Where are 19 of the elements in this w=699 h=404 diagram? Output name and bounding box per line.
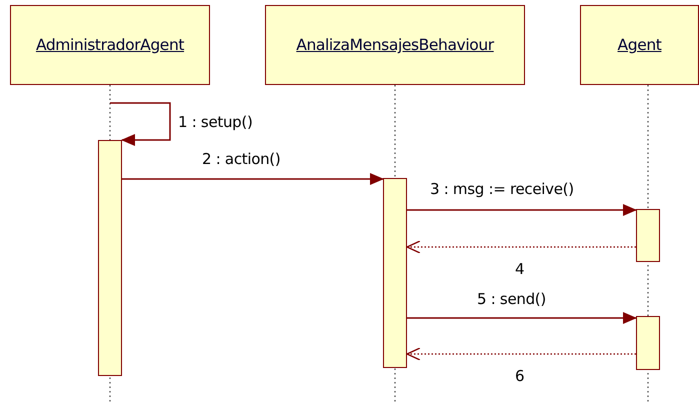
lifeline-head-box [10,5,210,85]
object-name: Agent [618,36,662,54]
message-label: 3 : msg := receive() [428,180,576,198]
activation-bar [636,316,660,370]
object-name: AnalizaMensajesBehaviour [296,36,494,54]
message-arrow [407,312,637,324]
self-message-arrow [110,102,171,146]
activation-bar [98,140,122,376]
activation-bar [383,178,407,368]
message-arrow [122,173,384,185]
lifeline-head-box [580,5,699,85]
message-arrow [407,204,637,216]
lifeline-head-box [265,5,525,85]
return-message-arrow [406,347,636,361]
message-label: 5 : send() [475,290,548,308]
return-message-arrow [406,240,636,254]
message-label: 2 : action() [200,150,282,168]
activation-bar [636,209,660,262]
object-name: AdministradorAgent [36,36,184,54]
